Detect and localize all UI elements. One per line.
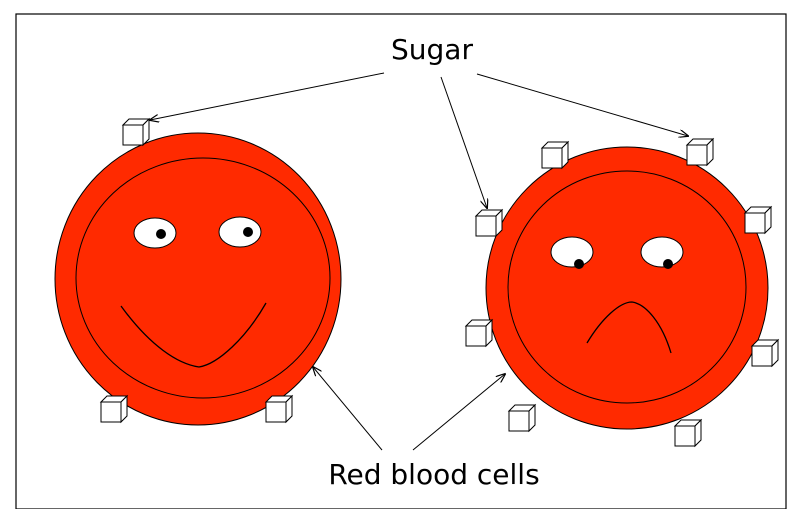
red-blood-cells-arrow	[313, 367, 382, 450]
sugar-label: Sugar	[391, 33, 473, 66]
left-pupil	[156, 229, 166, 239]
sugar-cube	[266, 396, 292, 422]
sugar-arrow	[477, 74, 688, 136]
sugar-cube	[466, 320, 492, 346]
sad-red-blood-cell	[486, 147, 768, 429]
sugar-cube	[542, 142, 568, 168]
left-eye	[551, 237, 593, 267]
right-pupil	[663, 259, 673, 269]
left-eye	[134, 218, 176, 248]
sugar-cube	[476, 210, 502, 236]
red-blood-cells-arrow	[413, 374, 505, 450]
happy-red-blood-cell	[55, 133, 341, 425]
sugar-arrow	[150, 73, 384, 120]
red-blood-cells-label: Red blood cells	[328, 458, 539, 491]
sugar-cube	[509, 405, 535, 431]
sugar-arrow	[441, 77, 487, 208]
cell-body	[55, 133, 341, 425]
right-eye	[219, 217, 261, 247]
left-pupil	[574, 259, 584, 269]
sugar-cube	[101, 396, 127, 422]
sugar-cube	[675, 420, 701, 446]
right-pupil	[243, 227, 253, 237]
sugar-cube	[687, 139, 713, 165]
right-eye	[641, 237, 683, 267]
sugar-cube	[745, 207, 771, 233]
sugar-cube	[752, 340, 778, 366]
sugar-cube	[123, 119, 149, 145]
cell-body	[486, 147, 768, 429]
